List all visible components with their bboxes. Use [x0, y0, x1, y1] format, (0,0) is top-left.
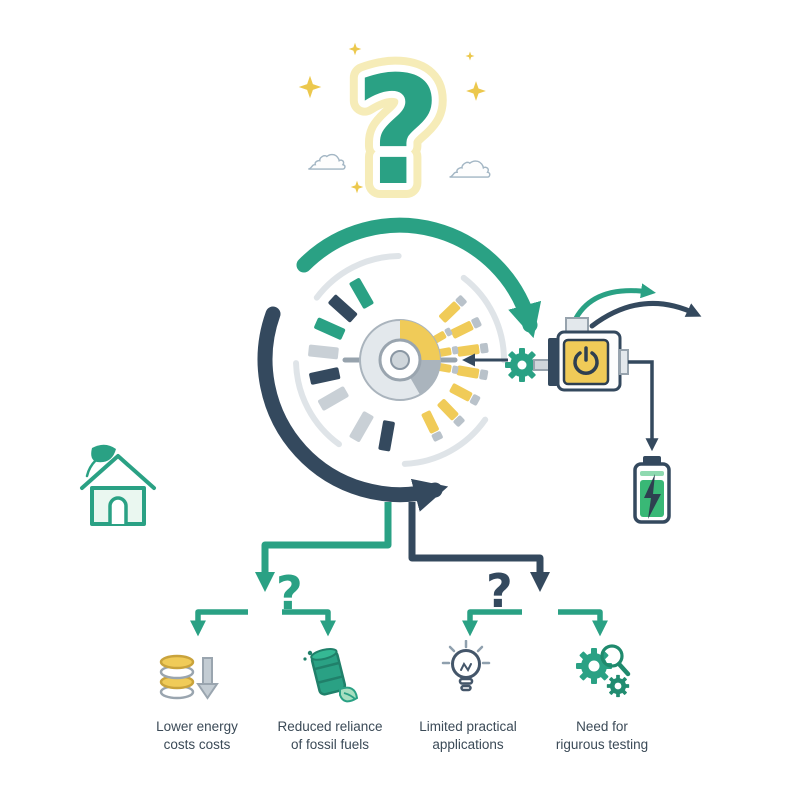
gear-coupling-icon [533, 359, 551, 371]
generator-device-icon [548, 317, 629, 392]
battery-wire-arrow-icon [628, 360, 659, 452]
branch-sub-arrow-icon [190, 609, 248, 637]
outcome-label-line: Limited practical [419, 719, 517, 734]
down-arrow-icon [196, 657, 219, 700]
branch-main-challenges-arrow-icon [408, 502, 550, 592]
magnifier-icon [600, 644, 631, 677]
output-arrow-teal-icon [571, 283, 656, 325]
light-bulb-icon [441, 640, 491, 692]
hub-icon [359, 319, 441, 401]
branch-main-benefits-arrow-icon [255, 502, 392, 592]
leaf-icon [85, 444, 116, 478]
sparkle-icon [298, 42, 486, 194]
gear-magnifier-icon [576, 644, 631, 698]
rotation-mechanism-diagram [257, 217, 542, 512]
coins-down-icon [159, 654, 219, 700]
outcome-label: Need for rigurous testing [532, 718, 672, 753]
eco-house-icon [80, 444, 156, 526]
gear-icon [606, 674, 630, 698]
lightning-icon [644, 474, 661, 519]
device-port-icon [619, 349, 629, 375]
challenges-question-mark: ? [486, 564, 513, 618]
cloud-icon: ☁ [307, 133, 347, 179]
branch-sub-arrow-icon [282, 609, 336, 637]
question-mark-icon: ? [354, 45, 441, 219]
outcome-label: Reduced reliance of fossil fuels [260, 718, 400, 753]
outcome-label-line: applications [432, 736, 504, 752]
outcome-label-line: Lower energy [156, 719, 238, 734]
oil-barrel-leaf-icon [303, 648, 359, 703]
question-mark-halo-icon: ? [354, 45, 441, 219]
generator-assembly [505, 283, 702, 524]
rotation-arrow-top-icon [296, 217, 542, 339]
battery-icon [633, 456, 671, 524]
outcome-label-line: Reduced reliance [277, 719, 383, 734]
rotation-arrow-bottom-icon [257, 306, 449, 512]
outcome-label-line: rigurous testing [555, 736, 649, 752]
branch-sub-arrow-icon [462, 609, 522, 637]
outcome-label: Lower energy costs costs [127, 718, 267, 753]
question-mark-gap-icon: ? [354, 45, 441, 219]
benefits-question-mark: ? [276, 566, 303, 620]
dial-ring-icon [293, 253, 507, 467]
cloud-icon: ☁ [448, 137, 492, 188]
branch-connectors [190, 502, 608, 637]
device-fins-icon [548, 338, 558, 386]
power-icon [573, 346, 599, 375]
leaf-icon [339, 686, 359, 703]
outcome-label-line: Need for [576, 719, 628, 734]
hero-question-group: ? ? ? ☁ ☁ [298, 30, 493, 225]
outcome-label: Limited practical applications [398, 718, 538, 753]
branch-sub-arrow-icon [558, 609, 608, 637]
turbine-bars-icon [308, 278, 489, 452]
output-arrow-navy-icon [589, 301, 702, 329]
outcome-label-line: of fossil fuels [290, 736, 370, 752]
outcome-label-line: costs costs [163, 736, 231, 752]
